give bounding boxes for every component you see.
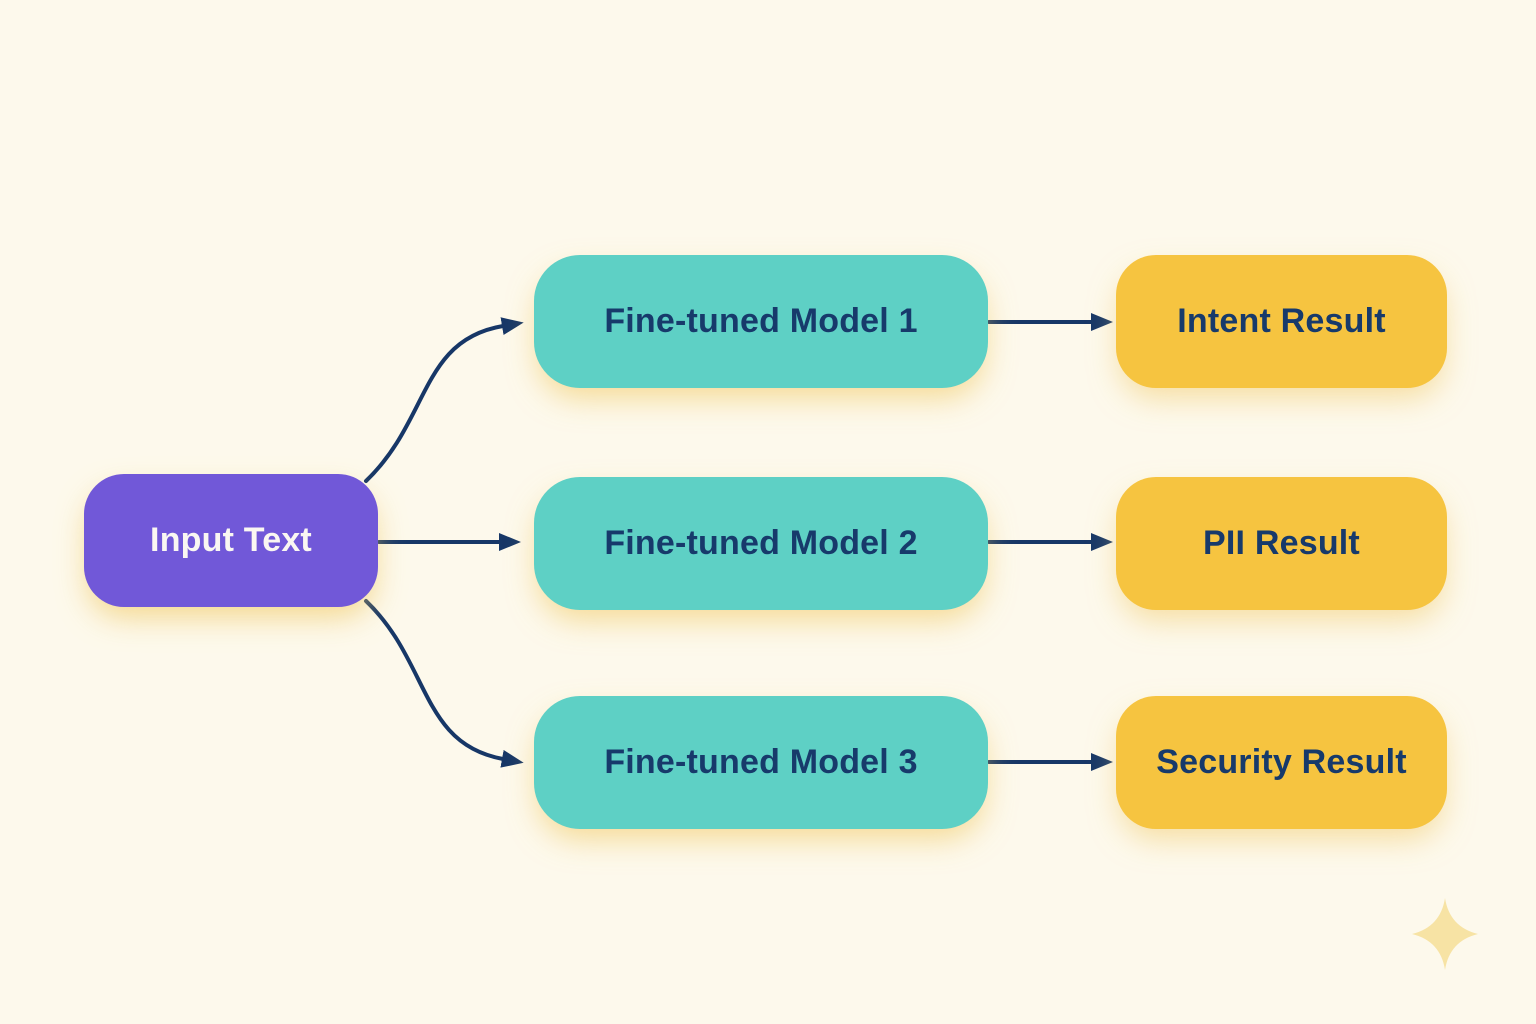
node-fine-tuned-model-1: Fine-tuned Model 1 bbox=[534, 255, 988, 388]
node-intent-result: Intent Result bbox=[1116, 255, 1447, 388]
edge-input-to-model-3 bbox=[364, 599, 524, 768]
node-input-text: Input Text bbox=[84, 474, 378, 607]
node-security-result: Security Result bbox=[1116, 696, 1447, 829]
node-fine-tuned-model-3: Fine-tuned Model 3 bbox=[534, 696, 988, 829]
node-fine-tuned-model-3-label: Fine-tuned Model 3 bbox=[604, 743, 918, 781]
node-security-result-label: Security Result bbox=[1156, 743, 1407, 781]
node-pii-result: PII Result bbox=[1116, 477, 1447, 610]
node-input-text-label: Input Text bbox=[150, 521, 312, 559]
node-fine-tuned-model-2-label: Fine-tuned Model 2 bbox=[604, 524, 918, 562]
node-pii-result-label: PII Result bbox=[1203, 524, 1360, 562]
node-intent-result-label: Intent Result bbox=[1177, 302, 1386, 340]
sparkle-icon bbox=[1412, 898, 1478, 970]
node-fine-tuned-model-1-label: Fine-tuned Model 1 bbox=[604, 302, 918, 340]
node-fine-tuned-model-2: Fine-tuned Model 2 bbox=[534, 477, 988, 610]
edge-input-to-model-1 bbox=[364, 317, 524, 483]
